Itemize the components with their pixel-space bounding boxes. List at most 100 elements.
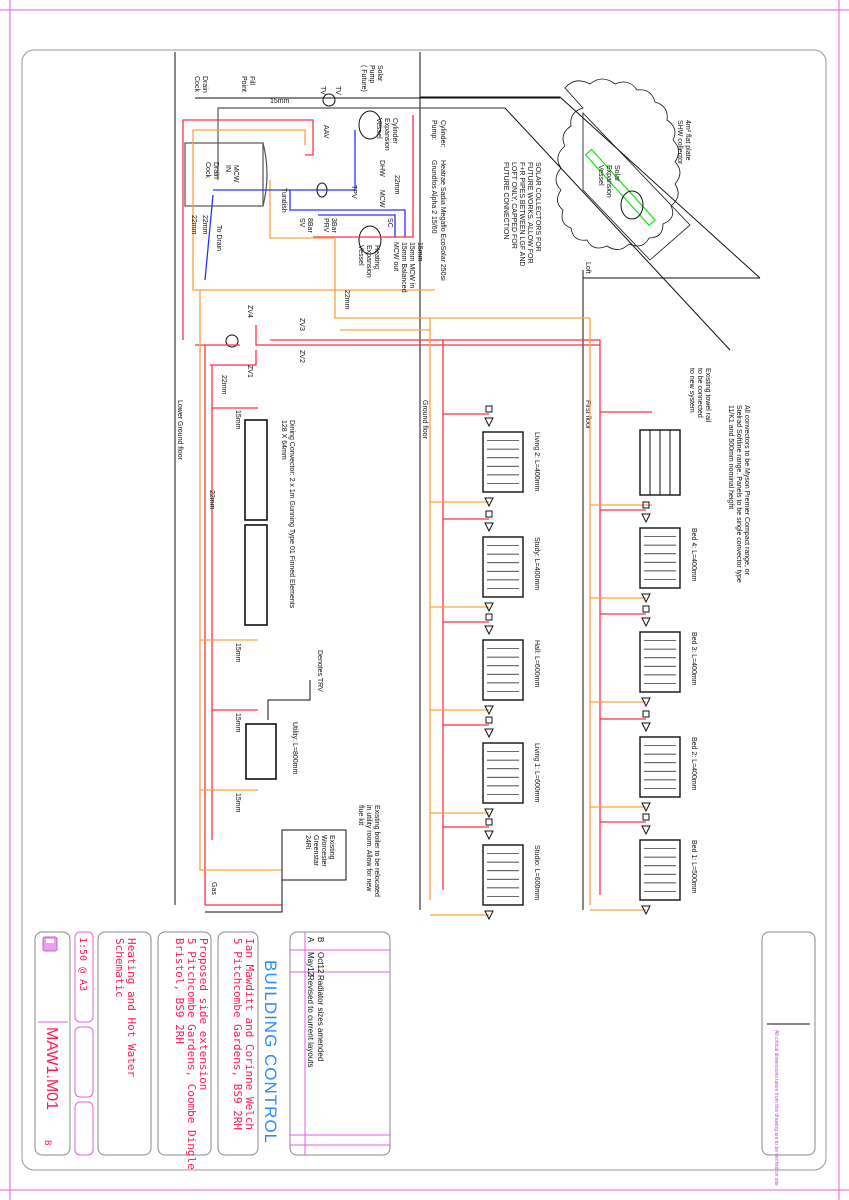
svg-text:24Ri: 24Ri xyxy=(304,835,311,850)
svg-text:Expansion: Expansion xyxy=(383,118,390,151)
drawing-number: MAW1.M01 xyxy=(43,1027,60,1110)
lockshield-valve-icon xyxy=(484,705,494,716)
svg-text:Point: Point xyxy=(240,76,247,92)
radiator-panel xyxy=(482,536,524,598)
solar-collector-label-2: SHW collector xyxy=(676,120,683,165)
svg-text:22mm: 22mm xyxy=(201,215,208,235)
svg-text:Pump:: Pump: xyxy=(430,120,437,140)
svg-text:22mm: 22mm xyxy=(393,175,400,195)
trv-head-icon xyxy=(642,605,650,613)
svg-text:3Bar: 3Bar xyxy=(330,218,337,233)
svg-text:MCW: MCW xyxy=(232,165,239,183)
lockshield-valve-icon xyxy=(641,802,651,813)
trv-valve-icon xyxy=(484,728,494,739)
trv-head-icon xyxy=(485,716,493,724)
radiator: Studio: L=600mm xyxy=(430,818,540,921)
svg-text:22mm: 22mm xyxy=(208,490,215,510)
svg-text:22mm: 22mm xyxy=(190,215,197,235)
lockshield-valve-icon xyxy=(484,602,494,613)
svg-text:Vessel: Vessel xyxy=(357,245,364,266)
trv-head-icon xyxy=(642,710,650,718)
radiator: Bed 4: L=400mm xyxy=(590,501,697,604)
svg-text:DHW: DHW xyxy=(378,160,385,177)
floor-label-ground: Ground floor xyxy=(421,400,428,440)
svg-text:to be connected: to be connected xyxy=(696,368,703,418)
lockshield-valve-icon xyxy=(484,808,494,819)
floppy-disk-icon xyxy=(42,936,58,952)
svg-text:128 X 64mm: 128 X 64mm xyxy=(280,420,287,460)
trv-valve-icon xyxy=(641,825,651,836)
solar-collector-label-1: 4m² flat plate xyxy=(684,120,691,161)
radiator-panel xyxy=(482,639,524,701)
svg-text:Solar: Solar xyxy=(376,65,383,82)
svg-text:Greenstar: Greenstar xyxy=(312,835,319,867)
solar-revision-cloud xyxy=(555,78,691,261)
svg-text:15mm Balanced: 15mm Balanced xyxy=(400,242,407,293)
radiator-label: Living 2: L=400mm xyxy=(533,432,540,492)
svg-text:Fill: Fill xyxy=(248,76,255,85)
floor-label-first: First floor xyxy=(584,400,591,430)
trv-valve-icon xyxy=(641,617,651,628)
radiator-panel xyxy=(482,431,524,493)
svg-text:Heating: Heating xyxy=(373,245,380,269)
svg-text:ZV2: ZV2 xyxy=(298,350,305,363)
trv-valve-icon xyxy=(484,417,494,428)
svg-text:Stelrad Softline range. Panels: Stelrad Softline range. Panels to be sin… xyxy=(735,405,742,583)
trv-head-icon xyxy=(485,510,493,518)
svg-text:AAV: AAV xyxy=(322,125,329,139)
svg-text:( Future): ( Future) xyxy=(360,65,367,92)
lockshield-valve-icon xyxy=(641,905,651,916)
title-block: MAW1.M01 B 1:50 @ A3 Heating and Hot Wat… xyxy=(34,931,816,1186)
svg-text:15mm MCW in: 15mm MCW in xyxy=(408,242,415,288)
trv-valve-icon xyxy=(641,513,651,524)
radiator: Bed 2: L=400mm xyxy=(590,710,697,813)
trv-head-icon xyxy=(642,813,650,821)
svg-text:Utility: L=800mm: Utility: L=800mm xyxy=(291,722,298,774)
svg-text:Cock: Cock xyxy=(204,162,211,178)
rev-a-date: May12 xyxy=(306,952,315,977)
svg-text:Tundish: Tundish xyxy=(280,188,287,213)
radiator-panel xyxy=(639,527,681,589)
radiator-label: Study: L=400mm xyxy=(533,537,540,590)
radiator: Study: L=400mm xyxy=(430,510,540,613)
svg-text:Existing towel rail: Existing towel rail xyxy=(704,368,711,423)
svg-text:11/K1 and 500mm nominal height: 11/K1 and 500mm nominal height xyxy=(727,405,734,509)
floor-label-lower-ground: Lower Ground floor xyxy=(176,400,183,461)
revision-letter: B xyxy=(42,1140,52,1145)
radiator: Bed 1: L=500mm xyxy=(590,813,697,916)
rev-a-letter: A xyxy=(306,937,315,943)
radiator-label: Living 1: L=600mm xyxy=(533,743,540,803)
svg-text:15mm: 15mm xyxy=(234,713,241,733)
plant-labels: Cylinder: Pump: Heatrae Sadia Megaflo Ec… xyxy=(190,65,446,897)
solar-future-note: SOLAR COLLECTORS FOR FUTURE WORKS. ALLOW… xyxy=(502,162,541,266)
svg-text:SOLAR COLLECTORS FOR: SOLAR COLLECTORS FOR xyxy=(534,162,541,252)
svg-text:MCW: MCW xyxy=(378,190,385,208)
svg-text:Gas: Gas xyxy=(210,882,217,895)
svg-text:IN: IN xyxy=(224,165,231,172)
svg-text:15mm: 15mm xyxy=(234,410,241,430)
radiator-panel xyxy=(639,631,681,693)
rev-a-desc: Revised to current layouts xyxy=(306,975,315,1068)
trv-head-icon xyxy=(485,818,493,826)
svg-text:Cock: Cock xyxy=(193,76,200,92)
lockshield-valve-icon xyxy=(484,910,494,921)
svg-text:All convectors to be Myson Pre: All convectors to be Myson Premier Compa… xyxy=(743,405,750,576)
svg-text:15mm: 15mm xyxy=(234,793,241,813)
radiator-panel xyxy=(639,736,681,798)
solar-exp-label-1: Solar xyxy=(613,165,620,182)
svg-text:SC: SC xyxy=(386,218,393,228)
svg-text:8Bar: 8Bar xyxy=(306,218,313,233)
solar-exp-label-2: Expansion xyxy=(605,165,612,198)
drawing-title-2: Schematic xyxy=(113,938,126,998)
svg-text:FUTURE WORKS. ALLOW FOR: FUTURE WORKS. ALLOW FOR xyxy=(526,162,533,264)
radiator-label: Studio: L=600mm xyxy=(533,845,540,900)
trv-valve-icon xyxy=(641,722,651,733)
rev-b-letter: B xyxy=(316,937,325,942)
trv-valve-icon xyxy=(484,625,494,636)
svg-text:TV: TV xyxy=(334,86,341,95)
radiator: Hall: L=600mm xyxy=(430,613,540,716)
site-verify-note: All critical dimensions taken from this … xyxy=(773,1030,779,1186)
